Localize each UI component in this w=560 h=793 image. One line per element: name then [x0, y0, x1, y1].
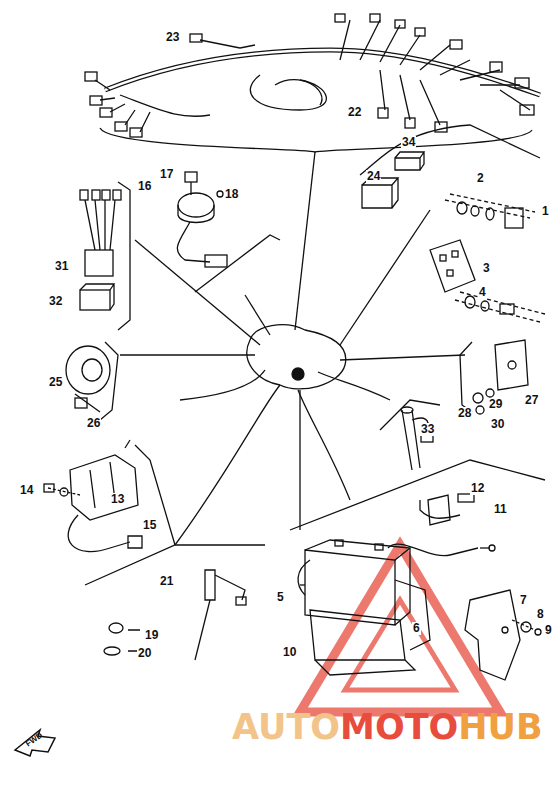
callout-number: 4	[478, 286, 487, 299]
callout-number: 2	[476, 172, 485, 185]
callout-number: 16	[137, 180, 152, 193]
callout-number: 1	[541, 205, 550, 218]
callout-number: 33	[420, 423, 435, 436]
callout-number: 11	[493, 503, 508, 516]
callout-number: 3	[482, 262, 491, 275]
ignition-coil	[44, 440, 142, 552]
callout-number: 20	[137, 647, 152, 660]
callout-number: 6	[412, 622, 421, 635]
callout-number: 24	[366, 170, 381, 183]
callout-number: 17	[159, 168, 174, 181]
sensor-part	[104, 570, 246, 660]
battery-part	[298, 494, 541, 680]
frame-hub	[292, 368, 304, 380]
callout-number: 22	[347, 106, 362, 119]
callout-number: 18	[224, 188, 239, 201]
callout-number: 28	[457, 407, 472, 420]
callout-number: 25	[48, 376, 63, 389]
callout-number: 19	[144, 629, 159, 642]
leader-lines	[120, 152, 465, 545]
forward-arrow	[15, 730, 55, 756]
main-switch	[177, 172, 227, 267]
wire-harness	[85, 14, 540, 137]
rectifier-part	[430, 194, 545, 322]
relay-part	[362, 152, 424, 208]
group-bracket	[85, 125, 545, 585]
callout-number: 23	[165, 31, 180, 44]
callout-number: 14	[19, 484, 34, 497]
horn-part	[66, 346, 110, 412]
switch-part	[401, 407, 433, 470]
callout-number: 9	[544, 624, 553, 637]
group-bracket	[100, 128, 532, 152]
forward-label: FWD	[24, 731, 44, 749]
watermark-text: MOTO	[340, 708, 458, 746]
frame-hub	[247, 325, 346, 389]
flasher-part	[473, 340, 528, 414]
watermark-text: HUB	[458, 708, 542, 746]
callout-number: 7	[519, 594, 528, 607]
callout-number: 30	[490, 418, 505, 431]
watermark-logo	[300, 545, 500, 712]
callout-number: 27	[524, 394, 539, 407]
callout-number: 12	[470, 482, 485, 495]
callout-number: 34	[401, 136, 416, 149]
watermark-text: AUTO	[232, 708, 340, 746]
callout-number: 8	[536, 608, 545, 621]
callout-number: 26	[86, 417, 101, 430]
relay-part	[80, 190, 121, 310]
callout-number: 15	[142, 519, 157, 532]
callout-number: 5	[276, 591, 285, 604]
callout-number: 32	[48, 295, 63, 308]
callout-number: 13	[110, 493, 125, 506]
callout-number: 21	[159, 575, 174, 588]
callout-number: 10	[282, 646, 297, 659]
callout-number: 29	[488, 398, 503, 411]
callout-number: 31	[54, 260, 69, 273]
